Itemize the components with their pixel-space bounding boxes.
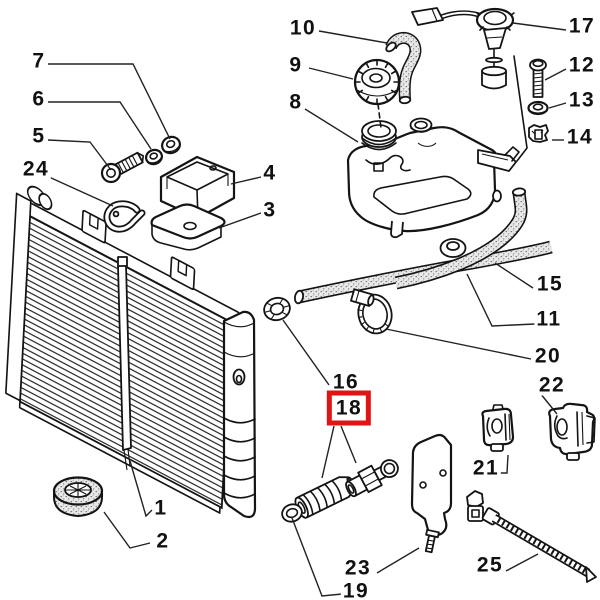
part-tank-outlet-grommet [439, 238, 467, 258]
part-rubber-mount [52, 476, 104, 518]
leader-line-20 [385, 328, 532, 360]
part-hose-clip [103, 200, 146, 233]
tank-filler-neck [361, 120, 397, 151]
leader-lines [47, 22, 567, 597]
leader-line-1 [129, 460, 153, 518]
leader-line-24 [48, 176, 114, 207]
leader-line-10 [318, 30, 388, 44]
leader-line-21 [498, 454, 509, 474]
part-lower-bracket-plate [150, 203, 226, 251]
part-hose-elbow [394, 187, 528, 290]
part-pipe-clip-large [548, 402, 596, 461]
leader-line-4 [230, 176, 262, 185]
leader-line-5 [47, 139, 112, 171]
part-flange-bolt [529, 58, 547, 98]
part-radiator [5, 185, 257, 519]
leader-line-25 [505, 553, 539, 572]
leader-line-9 [308, 67, 354, 80]
leader-line-12 [544, 68, 567, 81]
leader-line-11 [466, 273, 536, 327]
leader-line-18 [321, 425, 335, 479]
leader-line-2 [103, 511, 151, 549]
radiator-side-tank [222, 310, 257, 519]
leader-line-15 [494, 262, 534, 289]
leader-line-22 [539, 392, 558, 415]
assembly-axis-line [513, 55, 528, 162]
part-drain-valve [345, 459, 399, 498]
leader-line-13 [548, 102, 567, 109]
part-hose-clamp [350, 288, 393, 335]
part-tank-cap [353, 58, 401, 106]
leader-line-17 [512, 22, 567, 31]
part-flange-washer [527, 100, 549, 116]
tank-hose-neck [409, 117, 433, 133]
leader-line-7 [48, 63, 171, 140]
radiator-mount-tab [169, 256, 196, 291]
part-level-sensor [411, 7, 515, 90]
leader-line-19 [291, 517, 343, 597]
part-washer-small [145, 148, 163, 166]
leader-line-6 [48, 101, 152, 150]
leader-line-16 [282, 319, 330, 386]
leader-line-3 [218, 212, 262, 229]
part-overflow-hose [385, 32, 422, 105]
part-o-ring [281, 503, 303, 523]
part-washer-large [161, 135, 181, 155]
radiator-mount-tab [81, 209, 107, 244]
part-upper-bracket [159, 155, 236, 220]
part-pipe-clip-small [481, 404, 515, 452]
leader-line-23 [376, 547, 420, 574]
part-cable-strap [466, 490, 597, 583]
leader-line-18 [340, 425, 357, 464]
part-grommet [263, 296, 291, 322]
leader-line-8 [304, 108, 359, 143]
part-expansion-tank [346, 103, 520, 239]
part-bolt [100, 151, 145, 184]
part-mounting-plate [410, 433, 453, 554]
part-clip-nut [528, 124, 549, 143]
